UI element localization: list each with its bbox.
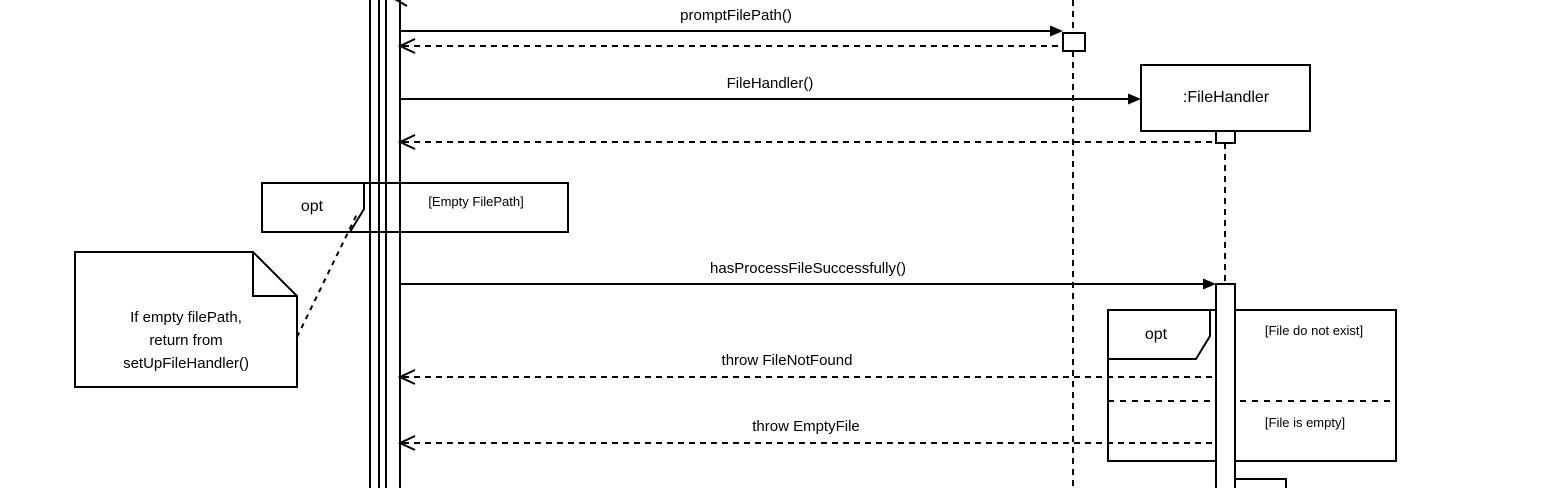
note-shape — [74, 251, 298, 388]
note-text: If empty filePath, return from setUpFile… — [75, 306, 297, 375]
opt-fragment-right-pentagon — [1108, 310, 1211, 360]
note-text-line-3: setUpFileHandler() — [123, 355, 249, 372]
note-text-line-1: If empty filePath, — [130, 309, 242, 326]
opt-left-operator-label: opt — [300, 198, 324, 215]
message-label-hasprocessfile: hasProcessFileSuccessfully() — [710, 260, 906, 277]
return-promptfilepath-arrowhead — [397, 38, 416, 54]
caller-activation-inner — [378, 0, 401, 488]
message-label-filenotfound: throw FileNotFound — [721, 352, 853, 369]
return-filenotfound-arrowhead — [397, 369, 416, 385]
opt-left-guard-label: [Empty FilePath] — [428, 194, 524, 209]
return-emptyfile-arrowhead — [397, 435, 416, 451]
caller-activation-outer — [369, 0, 387, 488]
return-filehandler-arrowhead — [397, 134, 416, 150]
note-text-line-2: return from — [149, 332, 223, 349]
message-filehandler-arrowhead — [1128, 93, 1141, 105]
filehandler-nested-activation-partial — [1234, 478, 1287, 488]
opt-right-operator-label: opt — [1144, 326, 1168, 343]
note-fold-corner — [252, 252, 297, 297]
opt-fragment-left-pentagon — [262, 183, 365, 233]
message-label-filehandler: FileHandler() — [726, 75, 814, 92]
message-label-promptfilepath: promptFilePath() — [680, 7, 792, 24]
participant-label-filehandler: :FileHandler — [1182, 89, 1270, 106]
cutoff-return-arrowhead — [394, 0, 408, 7]
caller-lifeline-small-activation — [1062, 32, 1086, 52]
message-label-emptyfile: throw EmptyFile — [752, 418, 860, 435]
opt-right-guard1-label: [File do not exist] — [1264, 323, 1364, 338]
opt-right-guard2-label: [File is empty] — [1264, 415, 1346, 430]
message-promptfilepath-arrowhead — [1050, 25, 1063, 37]
filehandler-activation-bar — [1215, 283, 1236, 488]
message-hasprocessfile-arrowhead — [1203, 278, 1216, 290]
note-connector — [296, 213, 358, 338]
filehandler-create-activation — [1215, 130, 1236, 144]
opt-fragment-left-frame — [261, 182, 569, 233]
opt-fragment-right-frame — [1107, 309, 1397, 462]
